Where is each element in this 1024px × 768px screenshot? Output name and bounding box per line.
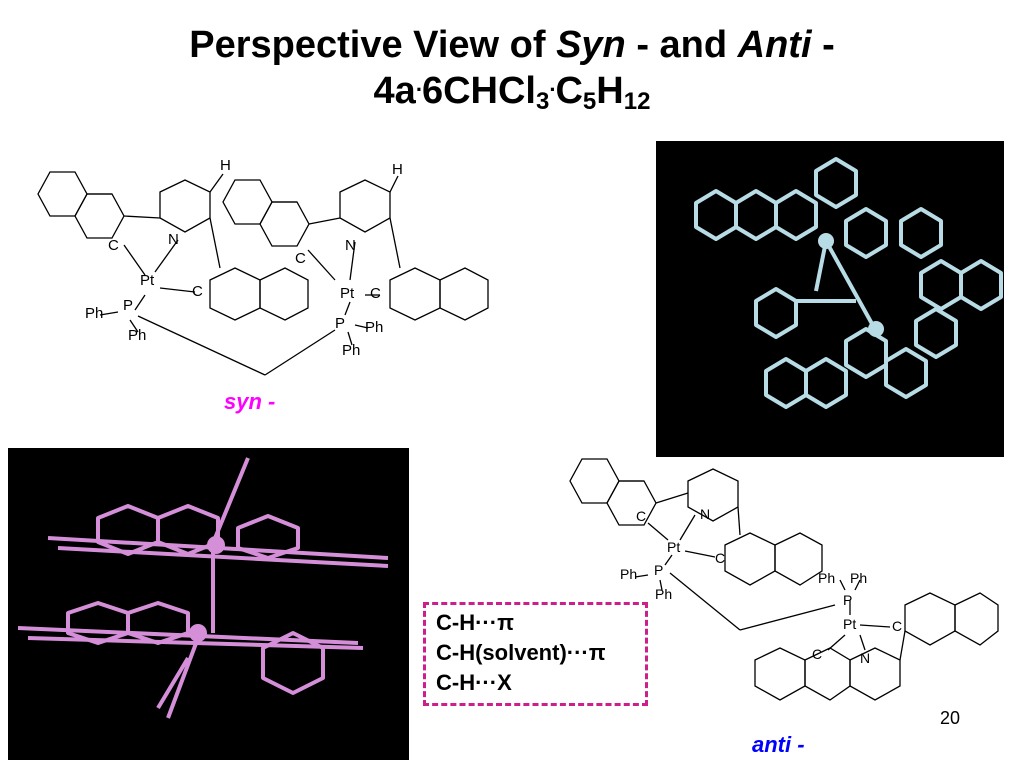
svg-text:P: P: [654, 562, 663, 578]
svg-text:N: N: [700, 506, 710, 522]
svg-text:Ph: Ph: [342, 342, 360, 359]
svg-text:N: N: [168, 231, 179, 248]
syn-structure-diagram: H H C N Pt C P Ph Ph C N Pt C P Ph Ph: [37, 157, 489, 376]
svg-text:N: N: [860, 650, 870, 666]
svg-text:C: C: [636, 508, 646, 524]
svg-text:Pt: Pt: [843, 616, 856, 632]
svg-text:Ph: Ph: [655, 586, 672, 602]
svg-text:Ph: Ph: [365, 319, 383, 336]
svg-text:Pt: Pt: [340, 285, 355, 302]
svg-text:Ph: Ph: [620, 566, 637, 582]
svg-text:C: C: [715, 550, 725, 566]
interaction-item: C-H···X: [436, 670, 512, 695]
svg-text:C: C: [812, 646, 822, 662]
svg-text:Ph: Ph: [850, 570, 867, 586]
interaction-list-box: C-H···π C-H(solvent)···π C-H···X: [423, 602, 648, 706]
title-line-1: Perspective View of Syn - and Anti -: [189, 24, 835, 66]
svg-text:N: N: [345, 237, 356, 254]
svg-text:Pt: Pt: [667, 539, 680, 555]
svg-text:C: C: [370, 285, 381, 302]
svg-text:Ph: Ph: [85, 305, 103, 322]
svg-text:H: H: [220, 157, 231, 174]
syn-3d-model-image: [656, 141, 1004, 457]
svg-text:C: C: [192, 283, 203, 300]
svg-text:H: H: [392, 161, 403, 178]
anti-3d-model-image: [8, 448, 409, 760]
svg-text:Pt: Pt: [140, 272, 155, 289]
svg-text:P: P: [843, 592, 852, 608]
svg-text:Ph: Ph: [818, 570, 835, 586]
slide-title: Perspective View of Syn - and Anti - 4a.…: [0, 22, 1024, 114]
svg-text:P: P: [335, 315, 345, 332]
page-number: 20: [940, 708, 961, 728]
svg-text:Ph: Ph: [128, 327, 146, 344]
svg-text:C: C: [108, 237, 119, 254]
svg-text:P: P: [123, 297, 133, 314]
svg-text:C: C: [892, 618, 902, 634]
syn-label: syn -: [224, 389, 276, 414]
interaction-item: C-H···π: [436, 610, 514, 635]
title-line-2: 4a.6CHCl3.C5H12: [373, 70, 651, 115]
anti-label: anti -: [752, 732, 805, 757]
interaction-item: C-H(solvent)···π: [436, 640, 606, 665]
anti-structure-diagram: C N Pt C P Ph Ph Ph Ph P Pt C C N: [569, 458, 999, 701]
svg-text:C: C: [295, 250, 306, 267]
